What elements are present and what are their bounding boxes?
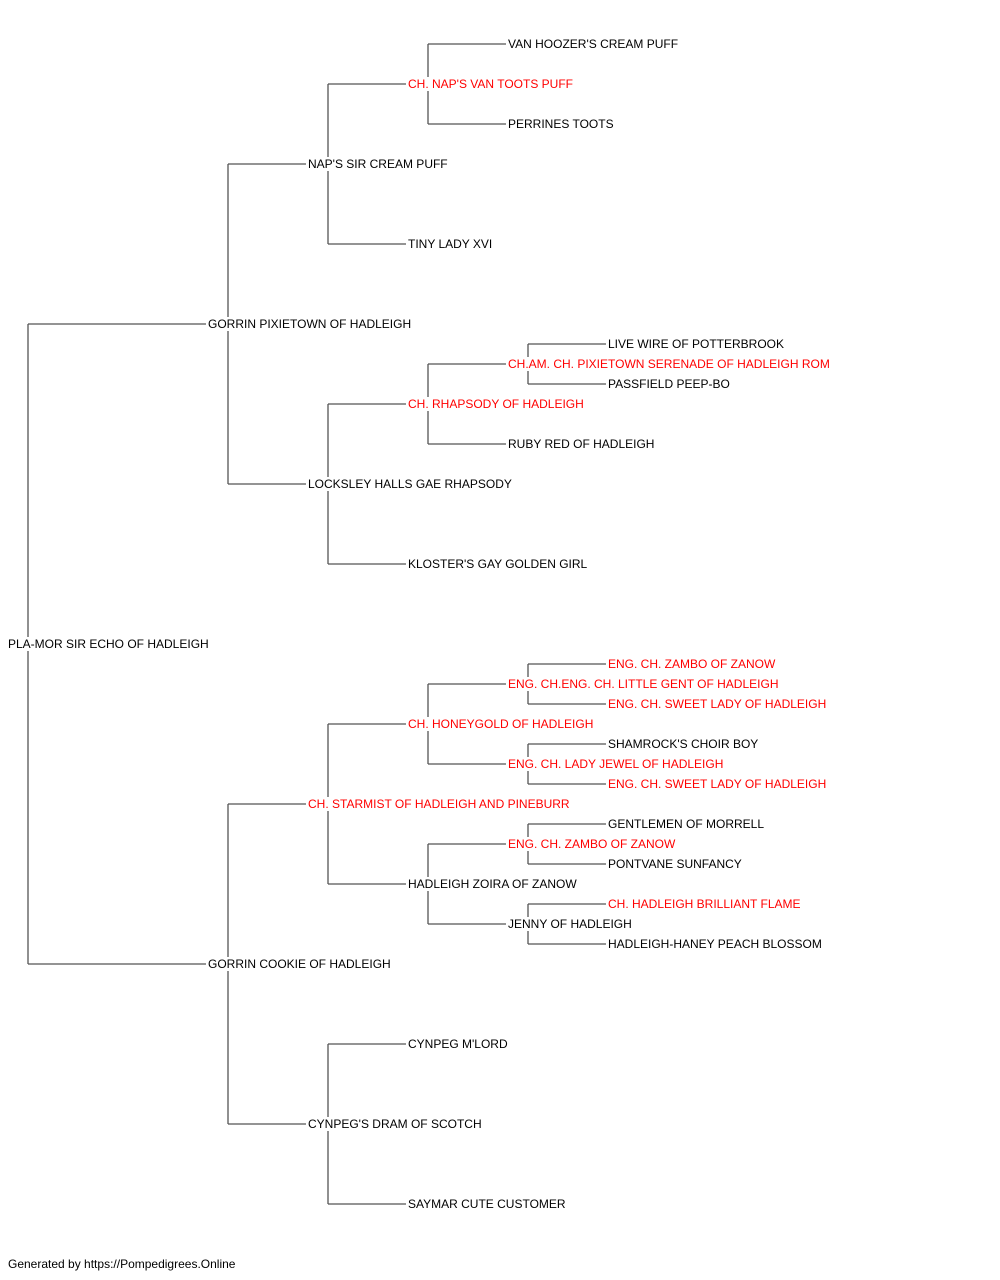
pedigree-node-gen4-sire: VAN HOOZER'S CREAM PUFF [508,37,681,51]
pedigree-node-gen3-dam: SAYMAR CUTE CUSTOMER [408,1197,568,1211]
pedigree-node-gen3-sire: CH. RHAPSODY OF HADLEIGH [408,397,586,411]
pedigree-node-gen5-dam: ENG. CH. SWEET LADY OF HADLEIGH [608,697,829,711]
pedigree-node-gen5-sire: LIVE WIRE OF POTTERBROOK [608,337,787,351]
pedigree-node-gen4-dam: PERRINES TOOTS [508,117,616,131]
pedigree-node-gen2-dam: LOCKSLEY HALLS GAE RHAPSODY [308,477,514,491]
pedigree-node-gen5-sire: GENTLEMEN OF MORRELL [608,817,767,831]
pedigree-node-gen4-sire: ENG. CH.ENG. CH. LITTLE GENT OF HADLEIGH [508,677,781,691]
pedigree-node-gen4-dam: ENG. CH. LADY JEWEL OF HADLEIGH [508,757,726,771]
pedigree-node-gen0-subject: PLA-MOR SIR ECHO OF HADLEIGH [8,637,211,651]
pedigree-node-gen2-sire: NAP'S SIR CREAM PUFF [308,157,450,171]
pedigree-node-gen3-dam: HADLEIGH ZOIRA OF ZANOW [408,877,579,891]
pedigree-node-gen3-sire: CH. NAP'S VAN TOOTS PUFF [408,77,575,91]
pedigree-node-gen5-sire: ENG. CH. ZAMBO OF ZANOW [608,657,778,671]
pedigree-node-gen4-dam: JENNY OF HADLEIGH [508,917,634,931]
pedigree-node-gen3-dam: KLOSTER'S GAY GOLDEN GIRL [408,557,590,571]
pedigree-node-gen1-sire: GORRIN PIXIETOWN OF HADLEIGH [208,317,414,331]
pedigree-node-gen5-sire: CH. HADLEIGH BRILLIANT FLAME [608,897,803,911]
pedigree-node-gen1-dam: GORRIN COOKIE OF HADLEIGH [208,957,393,971]
pedigree-node-gen5-sire: SHAMROCK'S CHOIR BOY [608,737,761,751]
pedigree-node-gen3-sire: CYNPEG M'LORD [408,1037,510,1051]
pedigree-node-gen2-sire: CH. STARMIST OF HADLEIGH AND PINEBURR [308,797,572,811]
pedigree-node-gen5-dam: PONTVANE SUNFANCY [608,857,744,871]
footer-credit: Generated by https://Pompedigrees.Online [8,1257,236,1271]
pedigree-node-gen4-sire: ENG. CH. ZAMBO OF ZANOW [508,837,678,851]
pedigree-node-gen5-dam: HADLEIGH-HANEY PEACH BLOSSOM [608,937,824,951]
pedigree-node-gen2-dam: CYNPEG'S DRAM OF SCOTCH [308,1117,484,1131]
pedigree-node-gen5-dam: PASSFIELD PEEP-BO [608,377,732,391]
pedigree-node-gen3-dam: TINY LADY XVI [408,237,495,251]
pedigree-node-gen4-sire: CH.AM. CH. PIXIETOWN SERENADE OF HADLEIG… [508,357,832,371]
pedigree-node-gen5-dam: ENG. CH. SWEET LADY OF HADLEIGH [608,777,829,791]
pedigree-node-gen4-dam: RUBY RED OF HADLEIGH [508,437,657,451]
pedigree-node-gen3-sire: CH. HONEYGOLD OF HADLEIGH [408,717,596,731]
